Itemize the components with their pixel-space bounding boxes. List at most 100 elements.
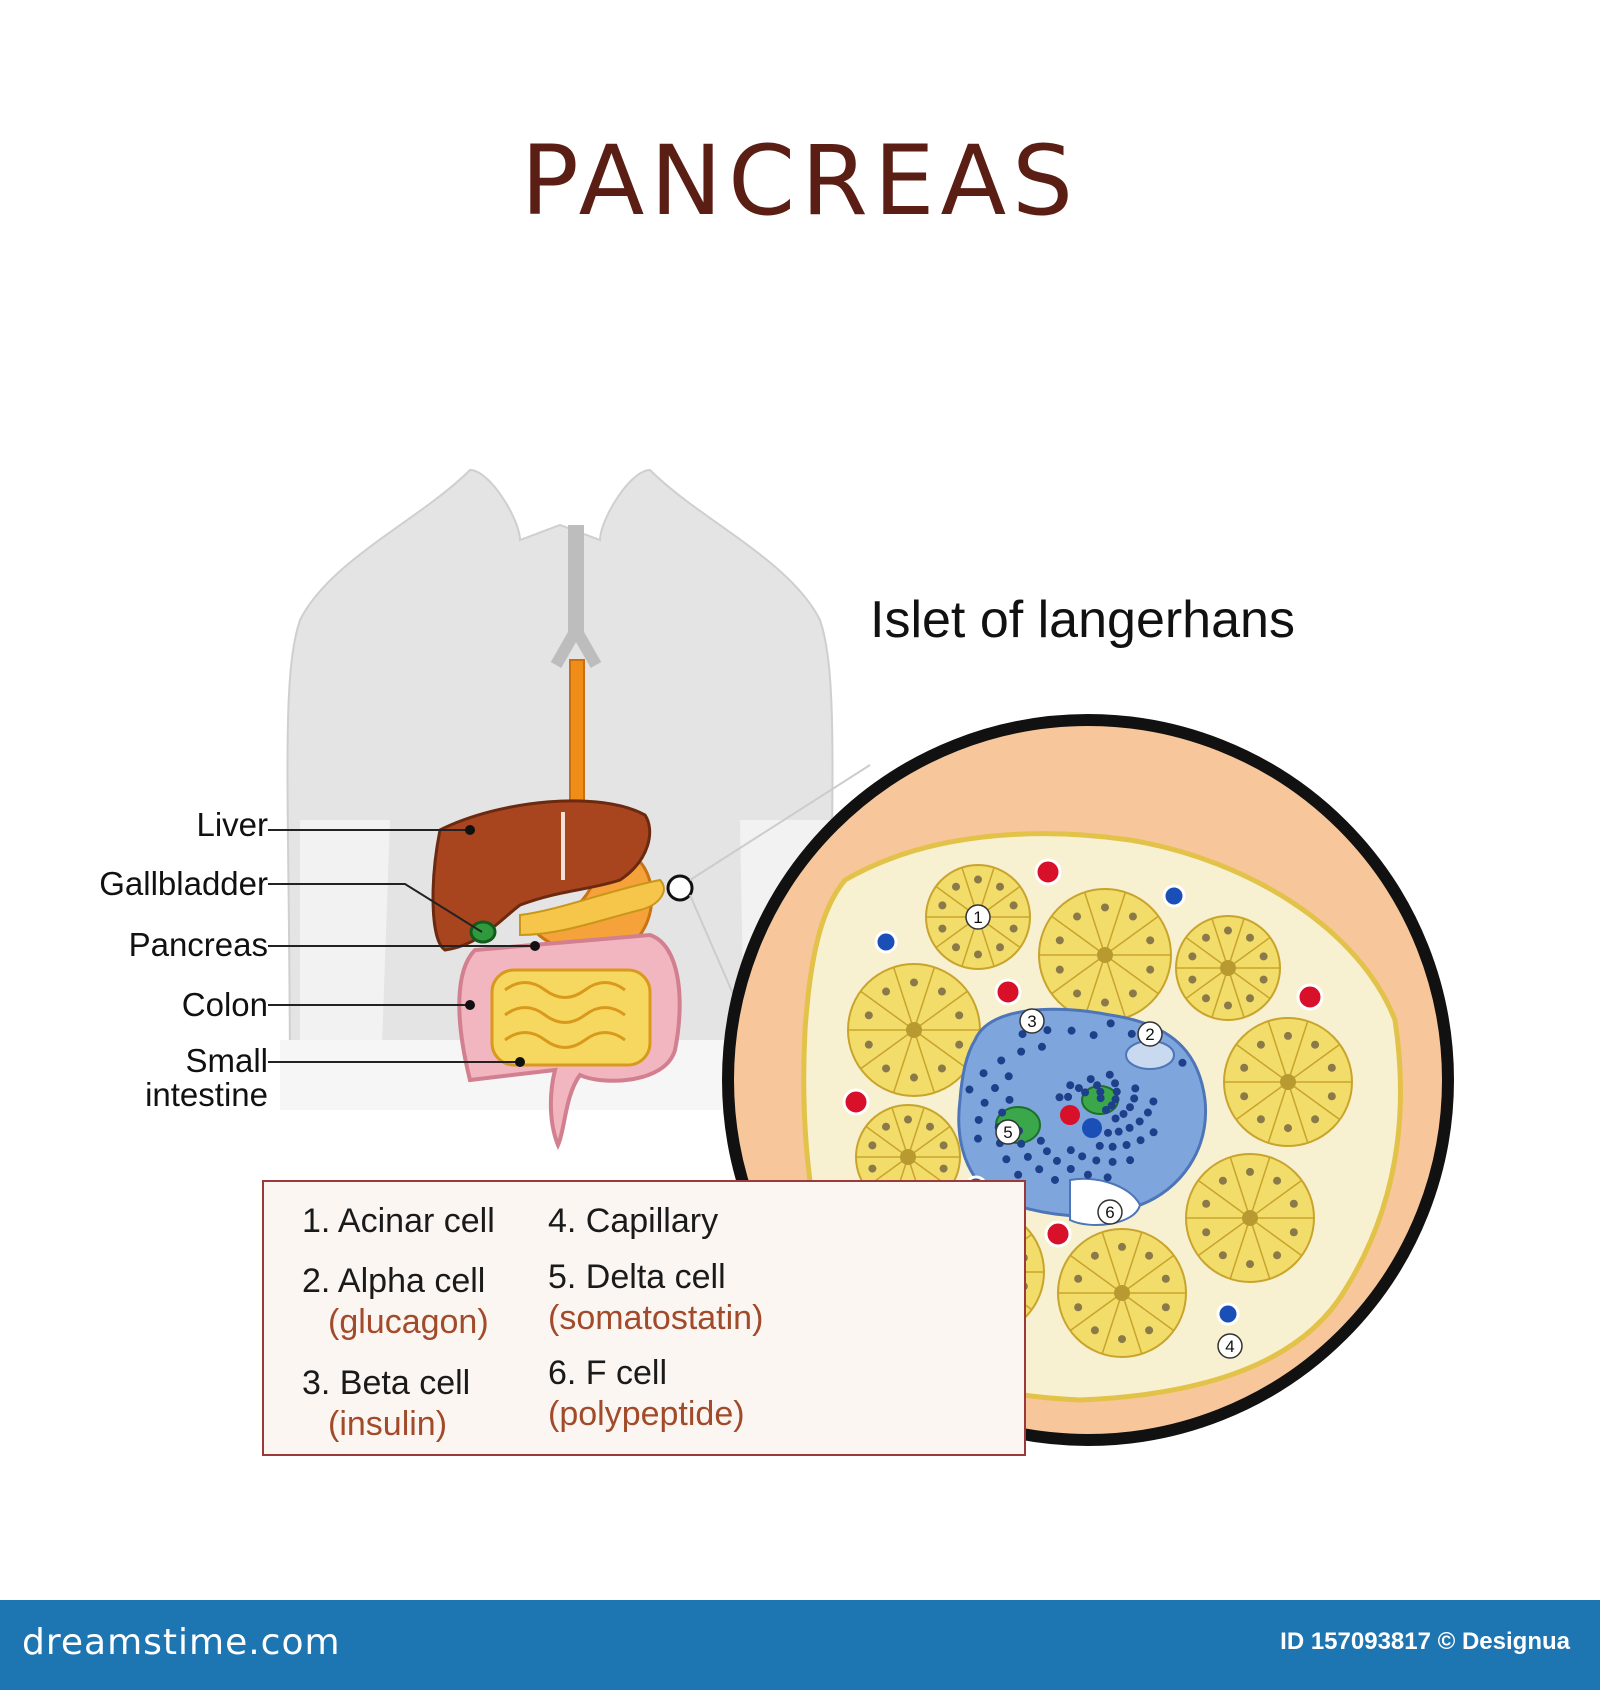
cell-nucleus (1107, 1101, 1116, 1110)
page-title: PANCREAS (520, 125, 1080, 237)
acinar-cell-wall (865, 1125, 909, 1158)
acinar-nucleus (1202, 1199, 1211, 1208)
cell-nucleus (1149, 1097, 1158, 1106)
legend-label: 5. Delta cell (548, 1258, 726, 1296)
acinar-cell-wall (907, 1107, 925, 1158)
acinar-nucleus (1073, 989, 1082, 998)
marker-number: 3 (1027, 1012, 1036, 1031)
acinar-nucleus (1289, 1228, 1298, 1237)
legend-label: 6. F cell (548, 1354, 668, 1392)
acinar-cell-wall (913, 990, 968, 1031)
acinar-nucleus (1201, 933, 1210, 942)
acinar-cell-wall (1185, 936, 1229, 969)
marker-5: 5 (995, 1119, 1021, 1145)
acinar-cell-wall (1249, 1217, 1303, 1257)
marker-2: 2 (1137, 1021, 1163, 1047)
acinar-cell-wall (1121, 1292, 1143, 1355)
acinar-nucleus (1240, 1063, 1249, 1072)
acinar-cell-wall (1121, 1254, 1175, 1294)
capillary-red (842, 1088, 870, 1116)
acinar-lumen (1242, 1210, 1258, 1226)
marker-circle (995, 1119, 1021, 1145)
footer-brand: dreamstime.com (22, 1622, 341, 1663)
cell-nucleus (979, 1069, 988, 1078)
label-small-intestine: Small intestine (110, 1044, 268, 1112)
acinar-nucleus (937, 1064, 946, 1073)
acinar-cell-wall (1083, 954, 1106, 1019)
acinar-cell-wall (891, 1107, 909, 1158)
acinar-nucleus (1273, 1176, 1282, 1185)
acinar-cell-wall (1287, 1020, 1309, 1083)
cell-nucleus (1105, 1070, 1114, 1079)
acinar-cell-wall (913, 1029, 968, 1070)
cell-nucleus (1092, 1156, 1101, 1165)
acinar-nucleus (864, 1011, 873, 1020)
cell-nucleus (1096, 1094, 1105, 1103)
legend-label: 4. Capillary (548, 1202, 719, 1240)
acinar-cell-wall (1287, 1081, 1309, 1144)
cell-nucleus (1066, 1165, 1075, 1174)
acinar-nucleus (955, 1011, 964, 1020)
marker-number: 1 (973, 908, 982, 927)
cell-nucleus (1036, 1136, 1045, 1145)
acinar-nucleus (951, 882, 960, 891)
acinar-nucleus (1240, 1092, 1249, 1101)
acinar-nucleus (1256, 1115, 1265, 1124)
acinar-lumen (1114, 1285, 1130, 1301)
legend-item-f-cell: 6. F cell (polypeptide) (548, 1354, 745, 1434)
cell-nucleus (1178, 1058, 1187, 1067)
zoom-marker (666, 874, 694, 902)
acinar-nucleus (864, 1040, 873, 1049)
cell-nucleus (1017, 1139, 1026, 1148)
cell-nucleus (1004, 1072, 1013, 1081)
acinar-cell-wall (1227, 967, 1245, 1018)
cell-nucleus (1111, 1114, 1120, 1123)
acinar-nucleus (1284, 1124, 1292, 1133)
acinar-cell-wall (1104, 954, 1159, 995)
cell-nucleus (1095, 1141, 1104, 1150)
acinar-cell-wall (1249, 1156, 1271, 1219)
acinar-nucleus (1224, 926, 1232, 935)
acinar-nucleus (1146, 936, 1155, 945)
cell-nucleus (974, 1115, 983, 1124)
marker-circle (1137, 1021, 1163, 1047)
acinar-nucleus (1201, 994, 1210, 1003)
islet-title: Islet of langerhans (870, 591, 1295, 649)
acinar-nucleus (1009, 901, 1018, 910)
acinar-cell-wall (1104, 954, 1127, 1019)
legend-label: 3. Beta cell (302, 1364, 471, 1402)
legend-label: 2. Alpha cell (302, 1262, 486, 1300)
cell-nucleus (1130, 1094, 1139, 1103)
acinar-lumen (1097, 947, 1113, 963)
leader-lines (268, 829, 535, 1063)
cell-nucleus (1037, 1042, 1046, 1051)
acinar-cell-wall (1287, 1081, 1341, 1121)
acinar-nucleus (868, 1164, 877, 1173)
cell-nucleus (1023, 1152, 1032, 1161)
capillary-red (994, 978, 1022, 1006)
cell-nucleus (974, 1134, 983, 1143)
acinar-cell-wall (1235, 1043, 1289, 1083)
acinar-cell-wall (1104, 891, 1127, 956)
islet-nuclei (965, 1019, 1187, 1184)
acinar-cell-wall (1069, 1254, 1123, 1294)
acinar-nucleus (1246, 994, 1255, 1003)
acinar-nucleus (955, 1040, 964, 1049)
acinar-cell-wall (1227, 967, 1271, 1000)
label-pancreas: Pancreas (128, 926, 268, 963)
footer-image-id: ID 157093817 © Designua (1280, 1628, 1570, 1655)
marker-1: 1 (965, 904, 991, 930)
acinar-cell-wall (892, 1029, 915, 1094)
acinar-cell-wall (1229, 1156, 1251, 1219)
cell-nucleus (1005, 1095, 1014, 1104)
marker-number: 2 (1145, 1025, 1154, 1044)
acinar-cell-wall (1227, 936, 1271, 969)
acinar-cluster (847, 963, 981, 1097)
pancreas-organ (519, 878, 665, 937)
acinar-nucleus (937, 987, 946, 996)
acinar-cell-wall (1249, 1179, 1303, 1219)
cell-nucleus (1103, 1173, 1112, 1182)
cell-nucleus (1050, 1175, 1059, 1184)
cell-nucleus (965, 1085, 974, 1094)
